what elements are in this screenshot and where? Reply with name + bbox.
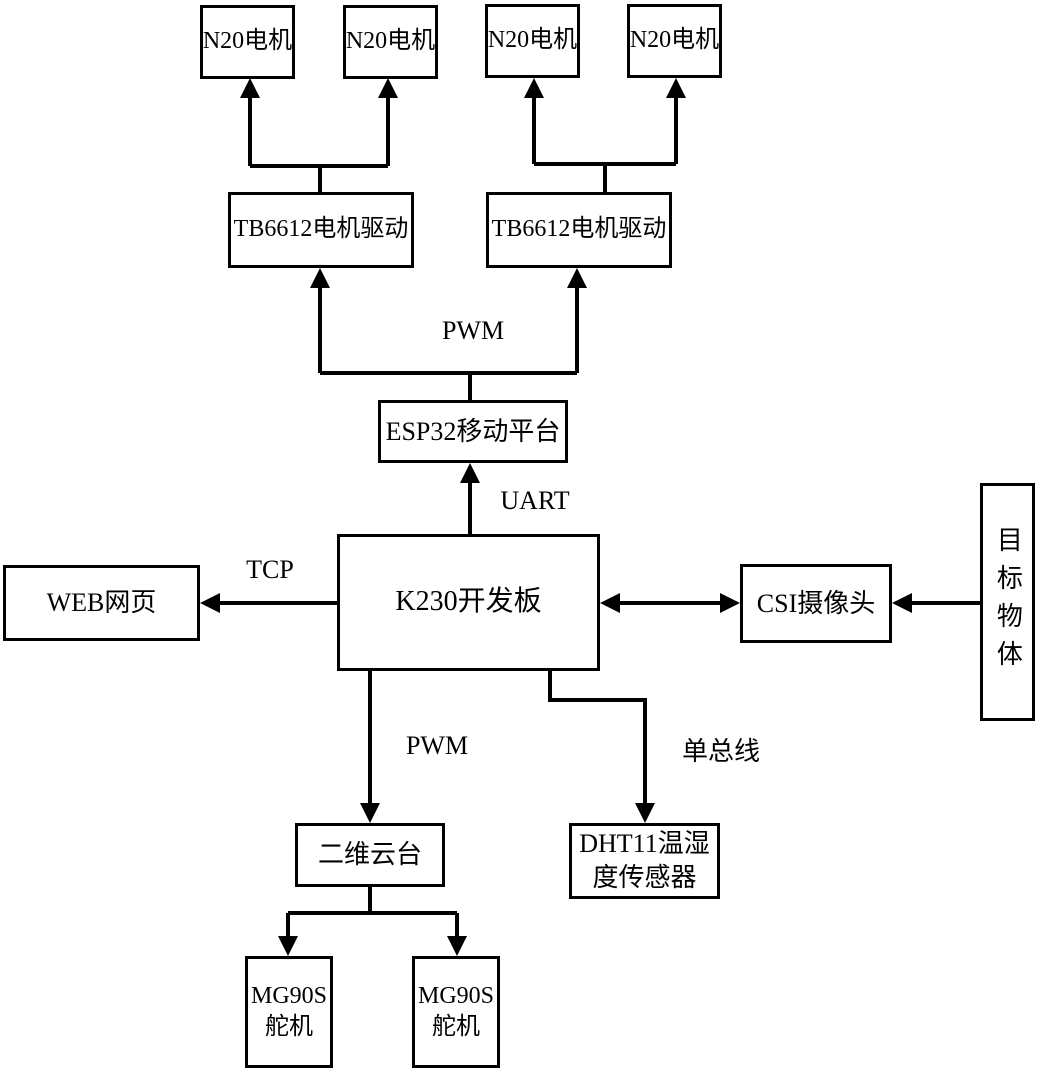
node-n20-motor-3: N20电机	[485, 4, 580, 78]
edge-k230-to-web	[200, 593, 337, 613]
edge-esp32-to-tb6612-pair	[310, 268, 587, 400]
node-2d-gimbal: 二维云台	[295, 823, 445, 887]
node-web-page: WEB网页	[3, 565, 200, 641]
node-tb6612-driver-2: TB6612电机驱动	[486, 192, 672, 268]
edge-label-one-wire: 单总线	[681, 737, 760, 766]
edge-k230-to-esp32	[460, 463, 480, 534]
edge-label-pwm-top: PWM	[441, 316, 505, 345]
target-object-label: 目标物体	[993, 526, 1023, 678]
node-mg90s-servo-2: MG90S舵机	[412, 956, 500, 1068]
node-mg90s-servo-1: MG90S舵机	[245, 956, 333, 1068]
node-n20-motor-2: N20电机	[343, 5, 438, 79]
edge-k230-to-gimbal	[360, 671, 380, 823]
edge-gimbal-to-mg90s-pair	[278, 887, 467, 956]
node-k230-dev-board: K230开发板	[337, 534, 600, 671]
node-esp32-mobile-platform: ESP32移动平台	[378, 400, 568, 463]
edge-label-pwm-bottom: PWM	[405, 731, 469, 760]
edge-tb6612-1-to-n20-pair	[240, 78, 398, 192]
edge-target-to-csi	[892, 593, 980, 613]
edge-label-uart: UART	[500, 486, 570, 515]
edge-k230-csi-bidirectional	[600, 593, 740, 613]
node-n20-motor-4: N20电机	[627, 4, 722, 78]
node-target-object: 目标物体	[980, 483, 1035, 721]
edge-label-tcp: TCP	[246, 555, 294, 584]
node-n20-motor-1: N20电机	[200, 5, 295, 79]
node-dht11-sensor: DHT11温湿度传感器	[569, 823, 720, 899]
node-csi-camera: CSI摄像头	[740, 564, 892, 643]
edge-k230-to-dht11	[548, 671, 655, 823]
node-tb6612-driver-1: TB6612电机驱动	[228, 192, 414, 268]
edge-tb6612-2-to-n20-pair	[524, 78, 686, 192]
